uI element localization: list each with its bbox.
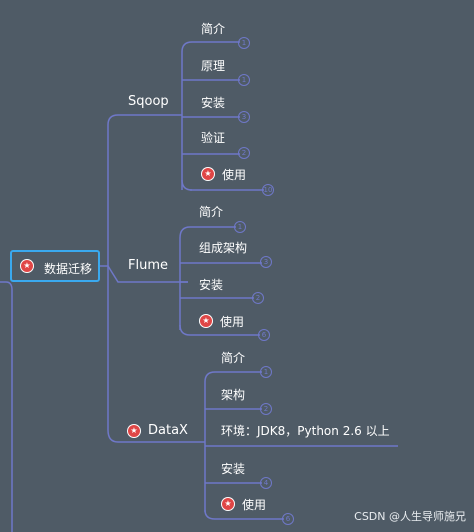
datax-item-use[interactable]: 使用 (242, 498, 267, 512)
flume-item-use-badge: 6 (258, 329, 270, 341)
datax-item-use-badge: 6 (282, 513, 294, 525)
sqoop-item-intro-badge: 1 (238, 37, 250, 49)
sqoop-use-star-icon (201, 167, 215, 181)
star-icon (20, 259, 34, 273)
sqoop-item-install-badge: 3 (238, 111, 250, 123)
flume-item-architecture-badge: 3 (260, 256, 272, 268)
flume-item-intro[interactable]: 简介 (199, 205, 224, 219)
sqoop-item-use-badge: 10 (262, 184, 274, 196)
flume-item-intro-badge: 1 (234, 221, 246, 233)
watermark: CSDN @人生导师施兄 (354, 510, 466, 523)
branch-datax[interactable]: DataX (148, 423, 188, 438)
datax-item-architecture[interactable]: 架构 (221, 388, 246, 402)
flume-item-architecture[interactable]: 组成架构 (199, 241, 248, 255)
sqoop-item-install[interactable]: 安装 (201, 96, 226, 110)
sqoop-item-intro[interactable]: 简介 (201, 22, 226, 36)
datax-item-intro[interactable]: 简介 (221, 351, 246, 365)
datax-item-architecture-badge: 2 (260, 403, 272, 415)
sqoop-item-verify[interactable]: 验证 (201, 131, 226, 145)
datax-item-install-badge: 4 (260, 477, 272, 489)
flume-use-star-icon (199, 314, 213, 328)
datax-item-install[interactable]: 安装 (221, 462, 246, 476)
sqoop-item-principle-badge: 1 (238, 74, 250, 86)
datax-item-environment[interactable]: 环境：JDK8，Python 2.6 以上 (221, 424, 390, 438)
datax-use-star-icon (221, 497, 235, 511)
branch-sqoop[interactable]: Sqoop (128, 94, 169, 109)
sqoop-item-principle[interactable]: 原理 (201, 59, 226, 73)
datax-item-intro-badge: 1 (260, 366, 272, 378)
branch-flume[interactable]: Flume (128, 258, 168, 273)
sqoop-item-use[interactable]: 使用 (222, 168, 247, 182)
flume-item-use[interactable]: 使用 (220, 315, 245, 329)
flume-item-install[interactable]: 安装 (199, 278, 224, 292)
flume-item-install-badge: 2 (252, 292, 264, 304)
sqoop-item-verify-badge: 2 (238, 147, 250, 159)
datax-star-icon (127, 424, 141, 438)
root-label: 数据迁移 (44, 262, 93, 276)
root-node[interactable]: 数据迁移 (10, 250, 100, 282)
